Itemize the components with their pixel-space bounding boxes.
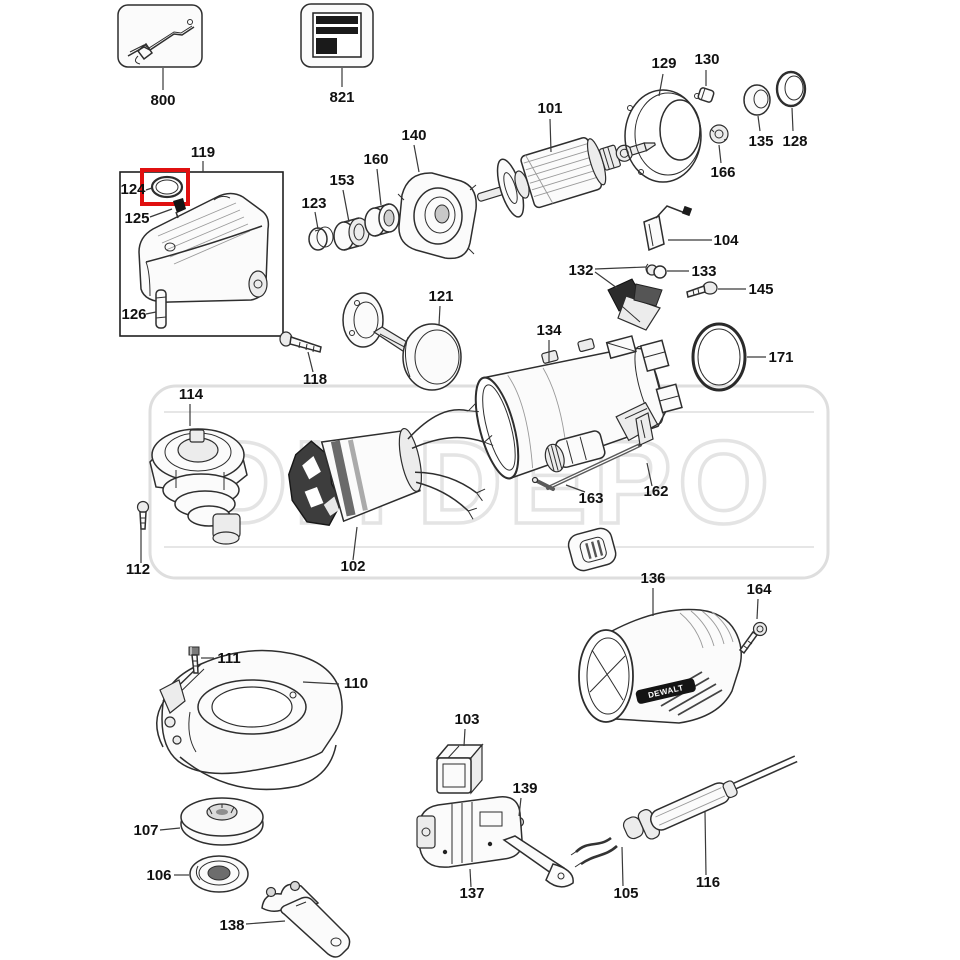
- field-case-134: [474, 335, 683, 480]
- part-label-106: 106: [146, 867, 171, 884]
- carbon-brush-104: [643, 205, 693, 252]
- part-label-112: 112: [126, 561, 150, 578]
- part-label-130: 130: [694, 51, 719, 68]
- part-label-128: 128: [782, 133, 807, 150]
- pin-163: [531, 476, 555, 491]
- part-label-114: 114: [179, 386, 204, 403]
- part-label-124: 124: [120, 181, 146, 198]
- screw-112: [136, 500, 150, 530]
- bearing-160: [364, 203, 400, 237]
- spindle-gear-121: [342, 292, 462, 391]
- part-label-105: 105: [613, 885, 638, 902]
- power-cord-105: [570, 816, 644, 868]
- part-label-800: 800: [150, 92, 175, 109]
- part-label-821: 821: [329, 89, 354, 106]
- outer-flange-107: [180, 797, 264, 846]
- highlight-box-124: [140, 168, 190, 206]
- part-label-132: 132: [568, 262, 593, 279]
- screw-145: [686, 281, 718, 298]
- part-label-137: 137: [459, 885, 484, 902]
- part-label-162: 162: [643, 483, 668, 500]
- bearing-flange-140: [397, 172, 477, 260]
- switch-assembly-137: [416, 796, 574, 888]
- part-label-138: 138: [219, 917, 244, 934]
- screw-111: [188, 646, 200, 674]
- part-label-153: 153: [329, 172, 354, 189]
- part-label-110: 110: [344, 675, 368, 692]
- part-label-164: 164: [746, 581, 772, 598]
- part-label-135: 135: [748, 133, 773, 150]
- part-label-129: 129: [651, 55, 676, 72]
- gear-assembly-114: [149, 428, 248, 545]
- rear-cover-136: DEWALT: [578, 608, 742, 724]
- stator-102: [288, 402, 494, 527]
- part-label-171: 171: [768, 349, 793, 366]
- capacitor-103: [435, 743, 484, 795]
- brush-holder-132: [607, 278, 663, 331]
- part-label-118: 118: [303, 371, 327, 388]
- tool-icon: [127, 19, 195, 65]
- ring-123: [308, 226, 334, 251]
- nut-130: [697, 87, 715, 103]
- oring-124: [150, 175, 184, 199]
- wheel-guard-110: [156, 649, 343, 791]
- part-label-136: 136: [640, 570, 665, 587]
- part-label-134: 134: [536, 322, 562, 339]
- part-label-111: 111: [217, 650, 240, 667]
- part-label-102: 102: [340, 558, 365, 575]
- retaining-ring-128: [775, 70, 807, 108]
- part-label-140: 140: [401, 127, 426, 144]
- part-label-125: 125: [124, 210, 149, 227]
- sleeve-153: [333, 217, 370, 251]
- nameplate-icon: [312, 12, 362, 58]
- cover-ring-129: [624, 89, 702, 183]
- part-label-139: 139: [512, 780, 537, 797]
- part-label-103: 103: [454, 711, 479, 728]
- screw-164: [738, 621, 768, 655]
- part-label-119: 119: [191, 144, 215, 161]
- spindle-pin-126: [155, 289, 167, 329]
- inner-flange-106: [189, 855, 249, 893]
- spindle-lock-pad: [567, 527, 617, 572]
- screw-118: [279, 331, 322, 353]
- part-label-145: 145: [748, 281, 773, 298]
- nut-166: [709, 124, 729, 144]
- part-label-107: 107: [133, 822, 158, 839]
- part-label-160: 160: [363, 151, 388, 168]
- group-frame-119: [119, 171, 284, 337]
- part-label-166: 166: [710, 164, 735, 181]
- clip-133: [645, 263, 667, 279]
- part-labels: 800 821 101 129 130 135 128 166 104 132 …: [120, 51, 807, 934]
- cord-protector-116: [637, 755, 798, 840]
- bearing-135: [743, 84, 771, 116]
- nameplate-box: [300, 3, 374, 68]
- key-125: [173, 198, 186, 219]
- leader-lines: [140, 68, 794, 925]
- gear-housing-119: [138, 192, 270, 303]
- part-label-163: 163: [578, 490, 603, 507]
- part-label-133: 133: [691, 263, 716, 280]
- part-label-121: 121: [428, 288, 453, 305]
- oring-171: [691, 322, 747, 392]
- armature-101: [476, 137, 656, 218]
- part-label-104: 104: [713, 232, 739, 249]
- part-label-126: 126: [121, 306, 146, 323]
- part-label-116: 116: [696, 874, 720, 891]
- part-label-123: 123: [301, 195, 326, 212]
- lock-rod-162: [546, 412, 654, 490]
- part-label-101: 101: [537, 100, 562, 117]
- wrench-138: [261, 880, 351, 958]
- complete-tool-box: [117, 4, 203, 68]
